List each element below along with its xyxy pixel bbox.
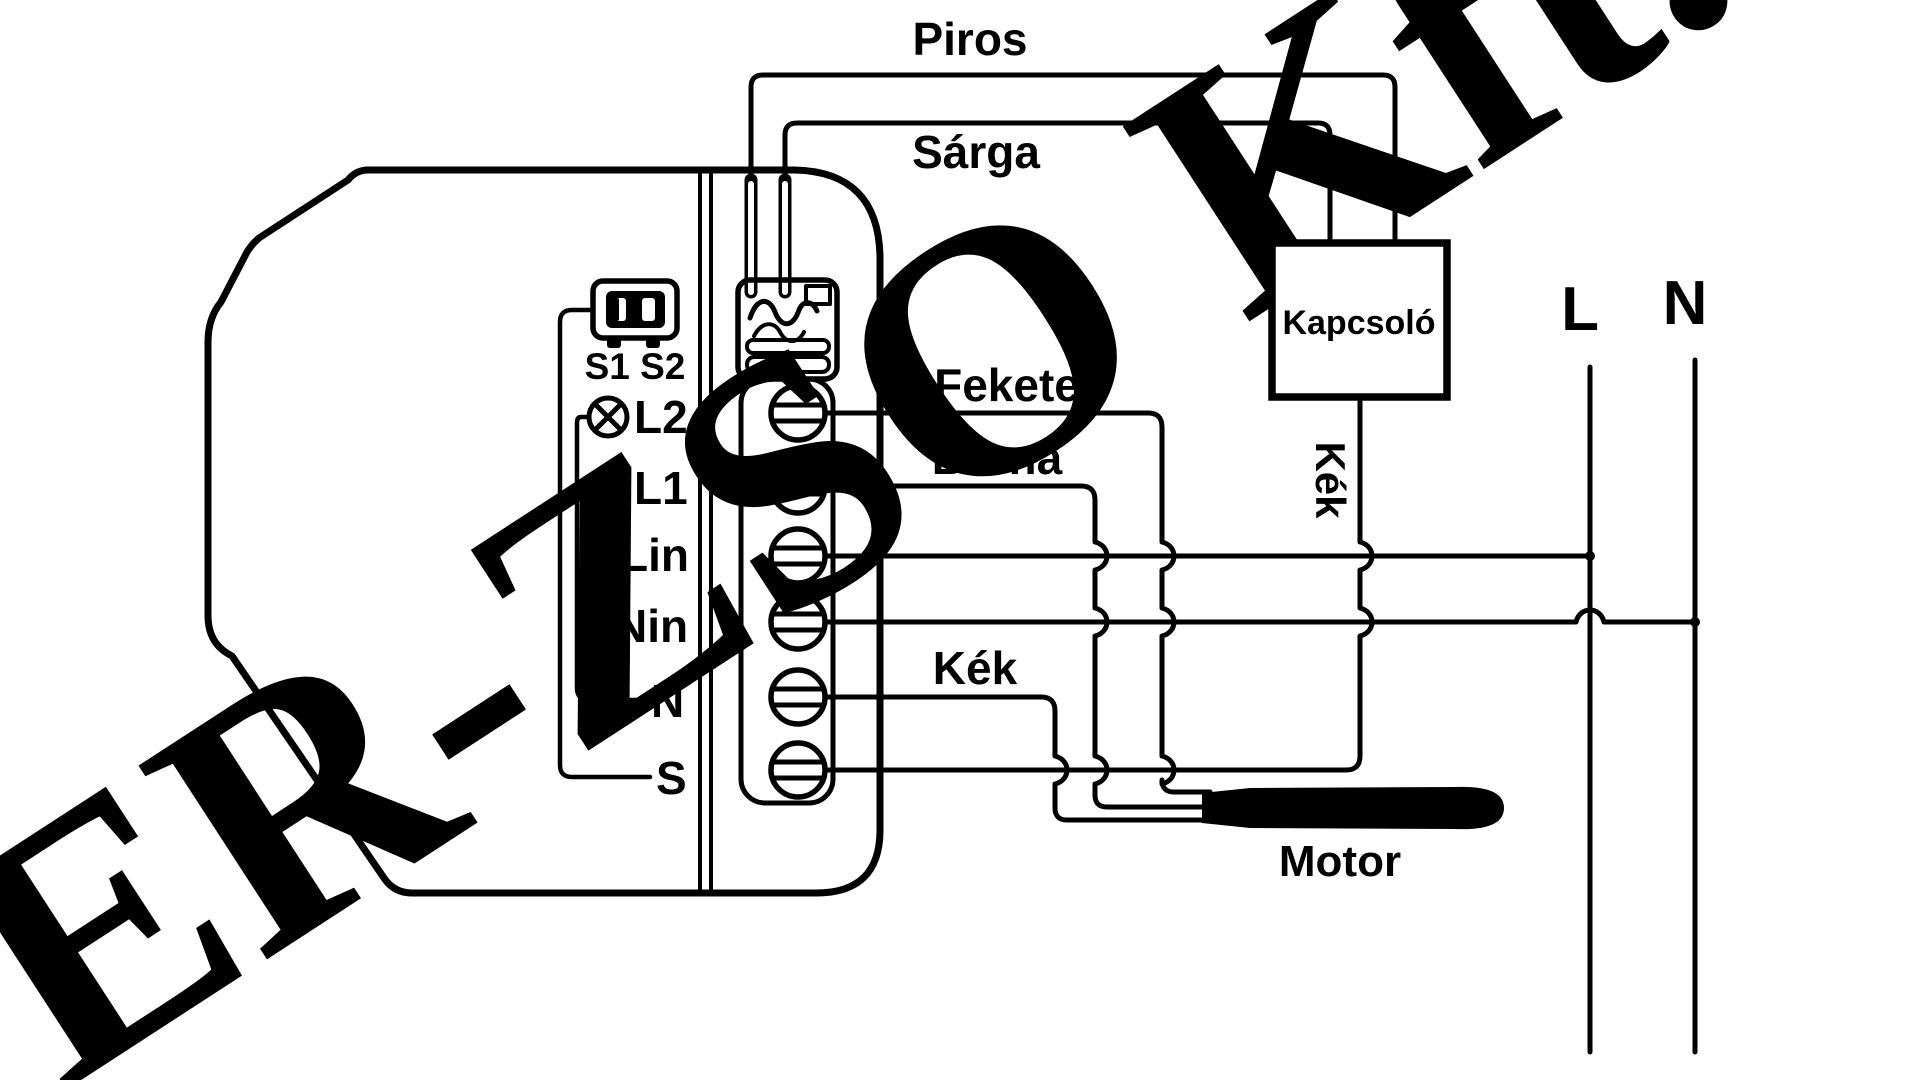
terminal-label-lin: Lin	[620, 529, 689, 581]
dip-switch	[590, 278, 680, 348]
wire-piros-label: Piros	[912, 13, 1027, 65]
lamp-icon-l1	[585, 466, 629, 510]
wire-sarga-label: Sárga	[912, 126, 1040, 178]
clamp-bar-lower	[745, 355, 831, 374]
mains-label-n: N	[1663, 269, 1708, 338]
motor-bar	[1202, 786, 1504, 830]
terminal-label-nin: Nin	[614, 600, 688, 652]
terminal-screw-lin	[768, 526, 828, 586]
device-body-outline	[204, 166, 884, 897]
switch-box-label: Kapcsoló	[1282, 304, 1435, 342]
switch-box	[1268, 239, 1451, 401]
wire-kek-label: Kék	[933, 642, 1018, 694]
terminal-screw-nin	[768, 592, 828, 652]
lamp-icon-l2	[586, 395, 630, 439]
bracket-s1s2-to-s	[557, 307, 653, 780]
terminal-label-l2: L2	[634, 391, 688, 443]
terminal-label-l1: L1	[634, 462, 688, 514]
clamp-notch	[804, 284, 832, 306]
wire-kek-switch-label: Kék	[1307, 441, 1354, 519]
dip-switch-label: S1 S2	[585, 346, 686, 387]
dip-switch-pole-2	[642, 298, 655, 321]
mains-label-l: L	[1561, 275, 1599, 344]
terminal-screw-l1	[768, 456, 828, 516]
motor-label: Motor	[1279, 837, 1401, 886]
terminal-screw-l2	[768, 383, 828, 443]
wire-barna-label: Barna	[932, 432, 1063, 484]
terminal-strip	[738, 376, 836, 806]
wire-piros-path	[748, 72, 1398, 246]
terminal-screw-s	[768, 740, 828, 800]
bracket-lamps-to-n	[574, 414, 651, 703]
wire-fekete-label: Fekete	[934, 359, 1080, 411]
terminal-screw-n	[768, 667, 828, 727]
terminal-label-n: N	[651, 675, 684, 727]
terminal-label-s: S	[656, 752, 687, 804]
clamp-bar-upper	[745, 338, 831, 355]
wire-sarga-path	[782, 120, 1333, 246]
wire-s-to-switch	[825, 394, 1375, 773]
